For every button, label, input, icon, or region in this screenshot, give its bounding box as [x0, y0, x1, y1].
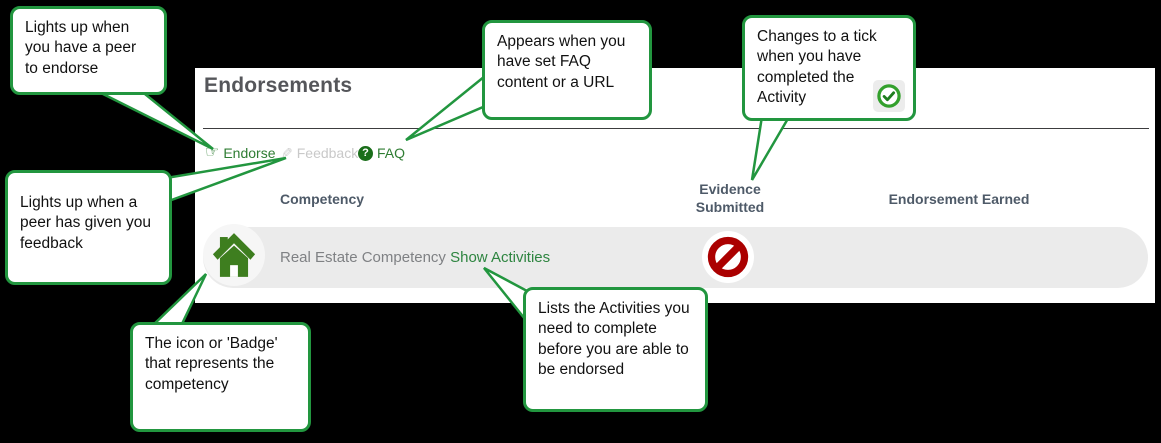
callout-faq: Appears when you have set FAQ content or…: [482, 20, 652, 120]
endorse-link[interactable]: ☞ Endorse: [205, 144, 276, 162]
callout-faq-text: Appears when you have set FAQ content or…: [497, 33, 626, 91]
column-header-competency: Competency: [280, 191, 365, 207]
endorsements-panel: Endorsements ☞ Endorse ✎ Feedback ? FAQ …: [195, 68, 1155, 303]
callout-badge-text: The icon or 'Badge' that represents the …: [145, 335, 278, 393]
callout-endorse-text: Lights up when you have a peer to endors…: [25, 19, 137, 77]
evidence-status-cell: [702, 231, 754, 283]
callout-endorse: Lights up when you have a peer to endors…: [10, 6, 167, 95]
competency-table-row: [203, 227, 1148, 288]
callout-badge: The icon or 'Badge' that represents the …: [130, 322, 311, 432]
callout-feedback-text: Lights up when a peer has given you feed…: [20, 194, 151, 252]
callout-feedback: Lights up when a peer has given you feed…: [5, 170, 172, 285]
page-title: Endorsements: [204, 74, 353, 97]
competency-name: Real Estate Competency: [280, 249, 446, 266]
feedback-link-label: Feedback: [296, 145, 359, 161]
faq-link-label: FAQ: [377, 145, 406, 161]
callout-tick-text: Changes to a tick when you have complete…: [757, 28, 877, 107]
check-circle-icon: [873, 80, 905, 112]
callout-activities-text: Lists the Activities you need to complet…: [538, 300, 690, 379]
show-activities-link[interactable]: Show Activities: [450, 249, 551, 266]
house-icon: [212, 233, 256, 277]
faq-link[interactable]: ? FAQ: [358, 145, 405, 161]
callout-tick: Changes to a tick when you have complete…: [742, 15, 916, 121]
pencil-icon: ✎: [281, 145, 293, 161]
feedback-link-disabled[interactable]: ✎ Feedback: [281, 145, 358, 161]
pointing-hand-icon: ☞: [205, 144, 220, 161]
callout-activities: Lists the Activities you need to complet…: [523, 287, 708, 412]
column-header-evidence-submitted: Evidence Submitted: [695, 181, 765, 216]
column-header-endorsement-earned: Endorsement Earned: [888, 191, 1030, 207]
competency-badge: [203, 224, 265, 286]
question-circle-icon: ?: [358, 145, 373, 161]
endorse-link-label: Endorse: [223, 145, 276, 161]
competency-cell: Real Estate Competency Show Activities: [280, 249, 550, 266]
title-divider: [203, 128, 1149, 129]
no-entry-icon: [707, 236, 749, 278]
